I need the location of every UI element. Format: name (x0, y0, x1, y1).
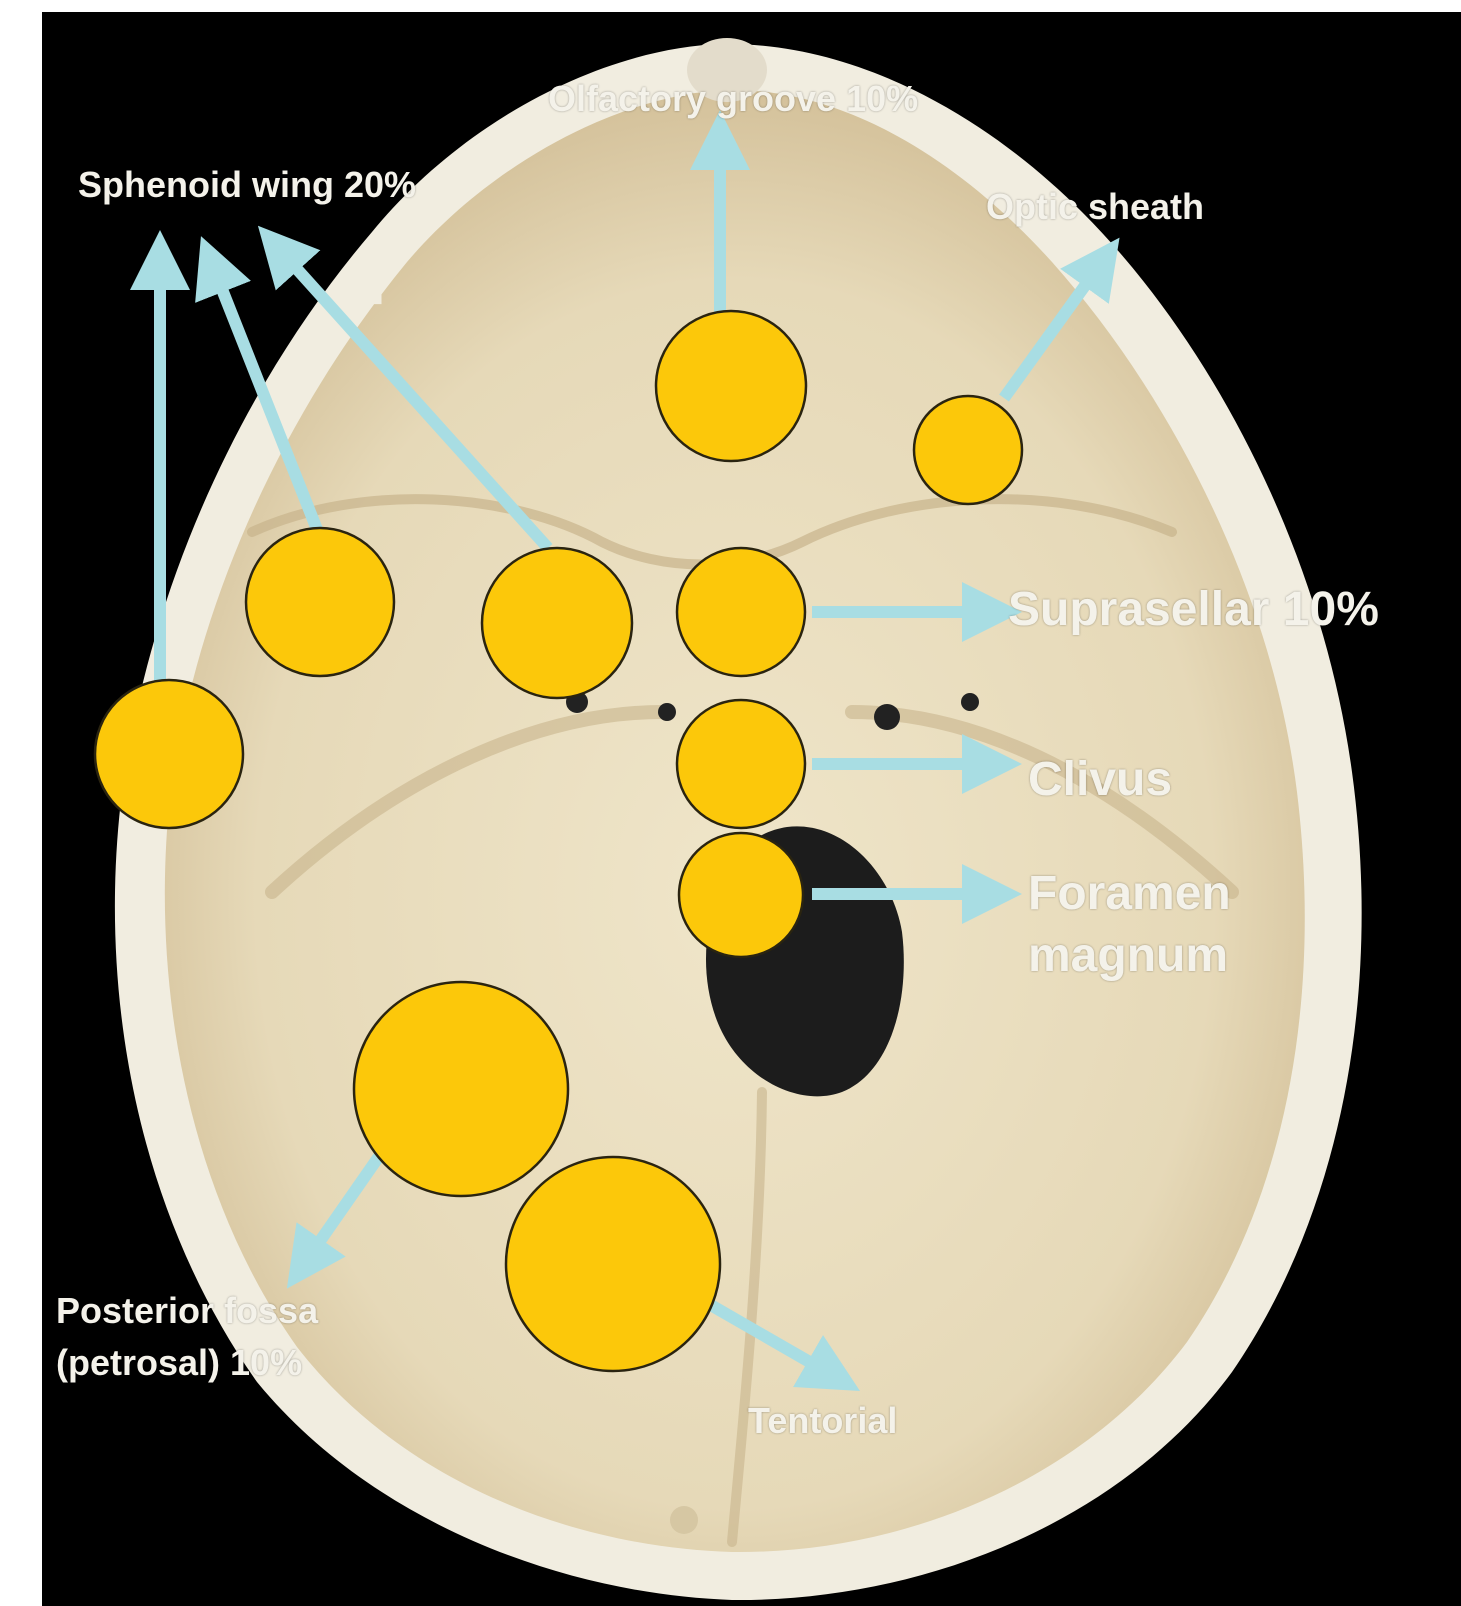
optic-sheath-marker (914, 396, 1022, 504)
posterior-fossa-label-line1: Posterior fossa (56, 1290, 318, 1331)
posterior-fossa-marker (354, 982, 568, 1196)
suprasellar-label: Suprasellar 10% (1008, 582, 1379, 637)
sphenoid-wing-medial-marker (482, 548, 632, 698)
foramen-magnum-label-line2: magnum (1028, 928, 1228, 983)
sphenoid-wing-label: Sphenoid wing 20% (78, 164, 416, 205)
tentorial-marker (506, 1157, 720, 1371)
clivus-label: Clivus (1028, 752, 1172, 807)
foramen-magnum-marker (679, 833, 803, 957)
olfactory-groove-label: Olfactory groove 10% (548, 78, 918, 119)
foramen-ovale-right (874, 704, 900, 730)
optic-sheath-label: Optic sheath (986, 186, 1204, 227)
olfactory-groove-marker (656, 311, 806, 461)
occipital-protuberance (670, 1506, 698, 1534)
foramen-rotundum-right (961, 693, 979, 711)
tentorial-label: Tentorial (748, 1400, 897, 1441)
foramen-rotundum-left (658, 703, 676, 721)
clivus-marker (677, 700, 805, 828)
skull-base-figure: Olfactory groove 10% Sphenoid wing 20% O… (42, 12, 1461, 1606)
suprasellar-marker (677, 548, 805, 676)
posterior-fossa-label-line2: (petrosal) 10% (56, 1342, 302, 1383)
foramen-magnum-label-line1: Foramen (1028, 866, 1231, 921)
sphenoid-wing-middle-marker (246, 528, 394, 676)
sphenoid-wing-lateral-marker (95, 680, 243, 828)
